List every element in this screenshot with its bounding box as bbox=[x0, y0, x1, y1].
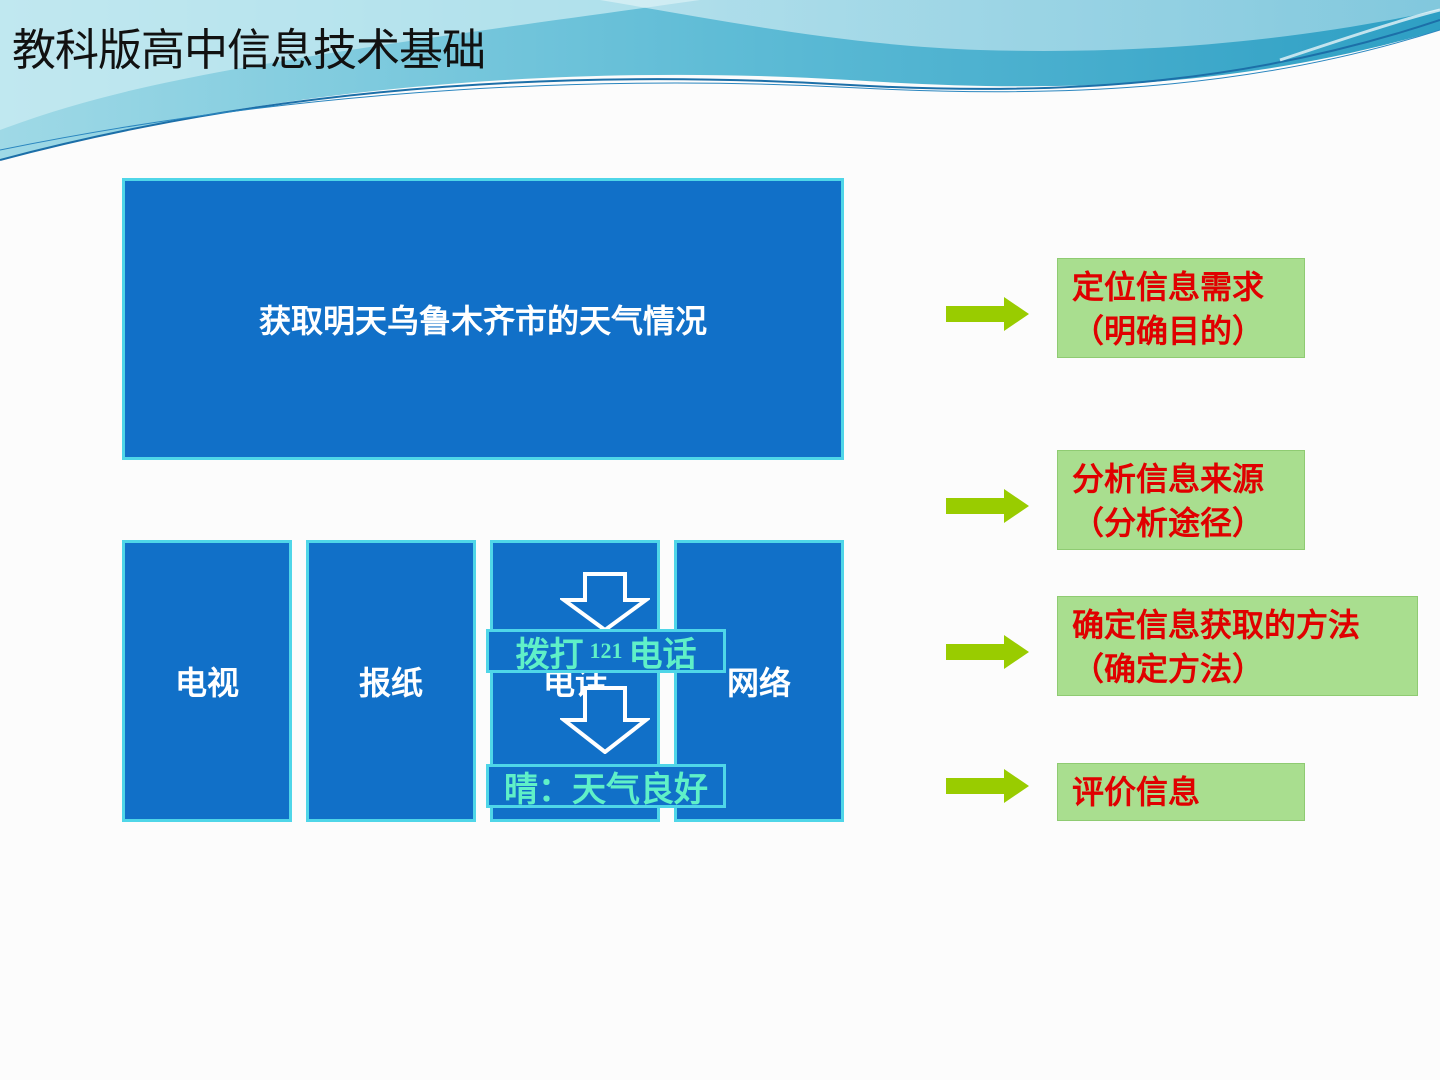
right-arrow-icon bbox=[946, 489, 1029, 523]
step-title: 评价信息 bbox=[1072, 773, 1201, 811]
step-evaluate: 评价信息 bbox=[1057, 763, 1305, 821]
down-arrow-icon bbox=[560, 572, 650, 632]
step-title: 分析信息来源 bbox=[1072, 460, 1265, 498]
dial-prefix: 拨打 bbox=[515, 634, 584, 675]
step-analyze-source: 分析信息来源 （分析途径） bbox=[1057, 450, 1305, 550]
page-title: 教科版高中信息技术基础 bbox=[12, 25, 486, 76]
step-title: 确定信息获取的方法 bbox=[1072, 606, 1361, 644]
step-subtitle: （分析途径） bbox=[1072, 504, 1265, 542]
step-define-need: 定位信息需求 （明确目的） bbox=[1057, 258, 1305, 358]
header-wave bbox=[0, 0, 1440, 161]
right-arrow-icon bbox=[946, 635, 1029, 669]
dial-number: 121 bbox=[589, 638, 623, 663]
step-determine-method: 确定信息获取的方法 （确定方法） bbox=[1057, 596, 1418, 696]
source-label: 网络 bbox=[726, 664, 791, 702]
weather-result-label: 晴：天气良好 bbox=[504, 769, 708, 810]
dial-121-overlay: 拨打 121 电话 bbox=[486, 629, 726, 675]
main-task-box: 获取明天乌鲁木齐市的天气情况 bbox=[122, 178, 844, 460]
dial-suffix: 电话 bbox=[628, 634, 697, 675]
source-newspaper-box: 报纸 bbox=[306, 540, 476, 822]
source-label: 报纸 bbox=[358, 664, 423, 702]
weather-result-overlay: 晴：天气良好 bbox=[486, 764, 726, 810]
right-arrow-icon bbox=[946, 297, 1029, 331]
source-label: 电视 bbox=[174, 664, 239, 702]
main-task-label: 获取明天乌鲁木齐市的天气情况 bbox=[258, 302, 707, 340]
step-title: 定位信息需求 bbox=[1072, 268, 1265, 306]
right-arrow-icon bbox=[946, 769, 1029, 803]
step-subtitle: （确定方法） bbox=[1072, 650, 1265, 688]
down-arrow-icon bbox=[560, 686, 650, 754]
source-tv-box: 电视 bbox=[122, 540, 292, 822]
step-subtitle: （明确目的） bbox=[1072, 312, 1265, 350]
